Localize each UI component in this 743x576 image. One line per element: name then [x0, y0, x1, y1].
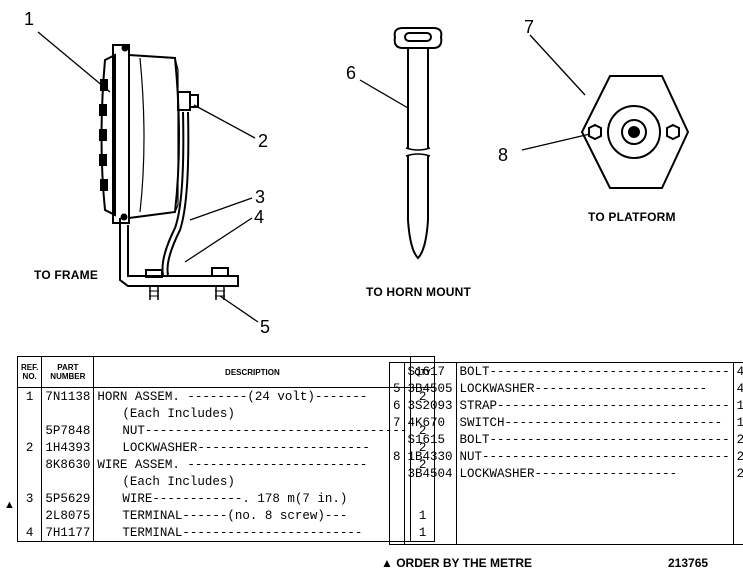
callout-2: 2	[258, 131, 269, 151]
callout-3: 3	[255, 187, 266, 207]
order-by-metre-note: ▲ ORDER BY THE METRE	[381, 556, 533, 570]
parts-illustration	[37, 27, 690, 323]
order-by-metre-marker: ▲	[4, 499, 15, 511]
callout-8: 8	[498, 145, 509, 165]
strap	[393, 27, 443, 260]
callout-6: 6	[346, 63, 357, 83]
caption-to-horn-mount: TO HORN MOUNT	[366, 285, 472, 299]
illustration-code: 213765	[668, 556, 709, 570]
header-description: DESCRIPTION	[93, 356, 412, 388]
leader-lines	[37, 31, 591, 323]
callout-1: 1	[24, 9, 35, 29]
table-filler	[389, 482, 743, 545]
table-row: (Each Includes)	[17, 405, 435, 422]
callout-4: 4	[254, 207, 265, 227]
caption-to-frame: TO FRAME	[34, 268, 99, 282]
callout-7: 7	[524, 17, 535, 37]
horn-assembly	[99, 44, 239, 300]
table-row: (Each Includes)	[17, 473, 435, 490]
caption-to-platform: TO PLATFORM	[588, 210, 676, 224]
switch	[580, 75, 690, 189]
header-ref-no: REF.NO.	[17, 356, 43, 388]
callout-5: 5	[260, 317, 271, 337]
